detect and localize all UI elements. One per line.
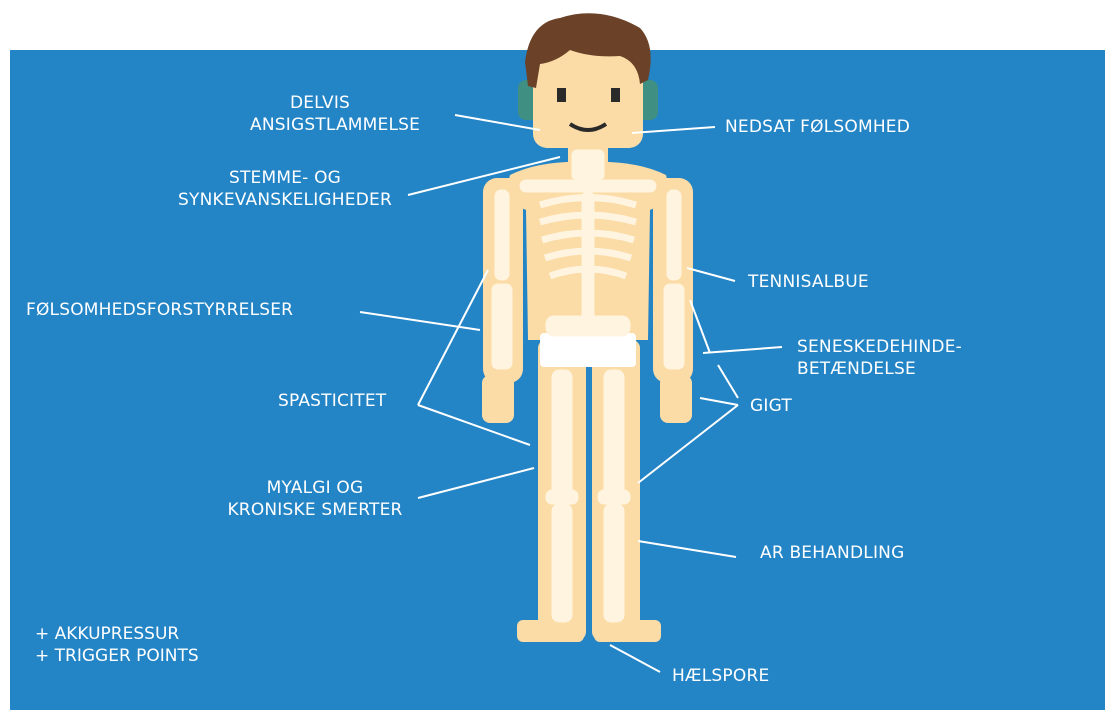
label-line: KRONISKE SMERTER (225, 499, 405, 521)
footer-notes: + AKKUPRESSUR + TRIGGER POINTS (35, 623, 199, 667)
label-line: ANSIGSTLAMMELSE (250, 114, 390, 136)
note-trigger-points: + TRIGGER POINTS (35, 645, 199, 667)
label-nedsat-folsomhed: NEDSAT FØLSOMHED (725, 116, 910, 138)
label-line: NEDSAT FØLSOMHED (725, 116, 910, 138)
note-akkupressur: + AKKUPRESSUR (35, 623, 199, 645)
label-line: SYNKEVANSKELIGHEDER (170, 189, 400, 211)
label-folsomhedsforstyrrelser: FØLSOMHEDSFORSTYRRELSER (26, 299, 293, 321)
label-line: AR BEHANDLING (760, 542, 904, 564)
label-ar-behandling: AR BEHANDLING (760, 542, 904, 564)
label-spasticitet: SPASTICITET (278, 390, 386, 412)
label-seneskedehinde: SENESKEDEHINDE- BETÆNDELSE (797, 336, 962, 380)
label-line: STEMME- OG (170, 167, 400, 189)
label-line: SENESKEDEHINDE- (797, 336, 962, 358)
label-myalgi: MYALGI OG KRONISKE SMERTER (225, 477, 405, 521)
label-line: GIGT (750, 395, 792, 417)
label-line: TENNISALBUE (748, 271, 869, 293)
underwear (540, 333, 636, 367)
label-gigt: GIGT (750, 395, 792, 417)
label-tennisalbue: TENNISALBUE (748, 271, 869, 293)
left-eye (557, 88, 566, 102)
head (518, 13, 658, 167)
label-stemme-synke: STEMME- OG SYNKEVANSKELIGHEDER (170, 167, 400, 211)
label-delvis-ansigtslammelse: DELVIS ANSIGSTLAMMELSE (250, 92, 390, 136)
label-haelspore: HÆLSPORE (672, 665, 769, 687)
label-line: HÆLSPORE (672, 665, 769, 687)
label-line: DELVIS (250, 92, 390, 114)
label-line: FØLSOMHEDSFORSTYRRELSER (26, 299, 293, 321)
right-eye (611, 88, 620, 102)
label-line: BETÆNDELSE (797, 358, 962, 380)
label-line: SPASTICITET (278, 390, 386, 412)
label-line: MYALGI OG (225, 477, 405, 499)
